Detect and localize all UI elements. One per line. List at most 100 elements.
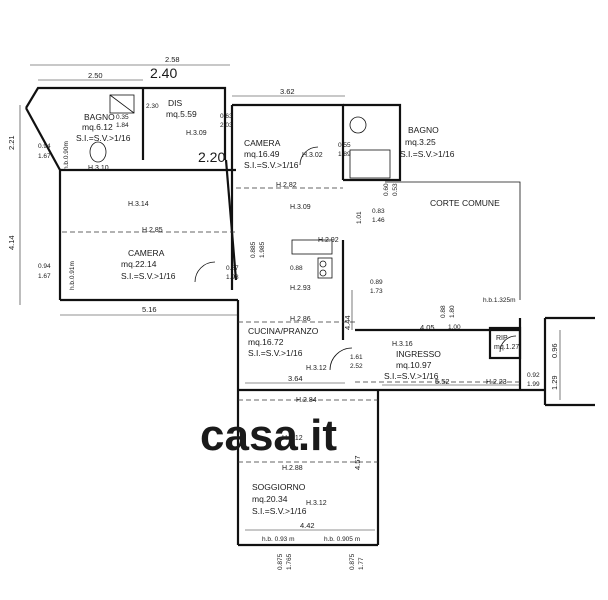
ceiling-heights: H.3.09 H.2.82 H.2.92 H.2.85 H.2.93 H.2.8…	[142, 182, 507, 472]
svg-text:H.2.93: H.2.93	[290, 285, 311, 292]
svg-text:INGRESSO: INGRESSO	[396, 349, 441, 359]
handwritten-top: 2.40	[150, 65, 177, 81]
svg-text:H.2.23: H.2.23	[486, 379, 507, 386]
svg-text:0.875: 0.875	[349, 553, 356, 570]
svg-text:1.46: 1.46	[372, 217, 385, 224]
svg-text:S.I.=S.V.>1/16: S.I.=S.V.>1/16	[76, 133, 131, 143]
svg-text:0.87: 0.87	[226, 265, 239, 272]
svg-text:SOGGIORNO: SOGGIORNO	[252, 482, 306, 492]
svg-text:H.3.09: H.3.09	[186, 130, 207, 137]
svg-text:0.92: 0.92	[527, 372, 540, 379]
room-camera-1: CAMERA mq.16.49 S.I.=S.V.>1/16 H.3.02	[244, 138, 323, 170]
svg-text:H.2.85: H.2.85	[142, 227, 163, 234]
handwritten-small: 2.30	[146, 103, 159, 110]
svg-text:S.I.=S.V.>1/16: S.I.=S.V.>1/16	[244, 160, 299, 170]
svg-text:2.52: 2.52	[350, 363, 363, 370]
svg-text:1.01: 1.01	[356, 211, 363, 224]
svg-text:CORTE COMUNE: CORTE COMUNE	[430, 198, 500, 208]
room-bagno-2: BAGNO mq.3.25 S.I.=S.V.>1/16	[400, 125, 455, 159]
room-corte-comune: CORTE COMUNE	[430, 198, 500, 208]
svg-text:mq.6.12: mq.6.12	[82, 122, 113, 132]
svg-text:1.765: 1.765	[286, 553, 293, 570]
dim-2-58: 2.58	[165, 55, 180, 64]
svg-text:S.I.=S.V.>1/16: S.I.=S.V.>1/16	[121, 271, 176, 281]
dim-5-52: 5.52	[435, 377, 450, 386]
svg-text:h.b.0.91m: h.b.0.91m	[69, 261, 76, 290]
svg-text:BAGNO: BAGNO	[84, 112, 115, 122]
dim-3-64: 3.64	[288, 374, 303, 383]
dim-4-57: 4.57	[353, 455, 362, 470]
svg-text:h.b.0.90m: h.b.0.90m	[63, 141, 70, 170]
svg-text:mq.1.27: mq.1.27	[494, 344, 519, 351]
svg-text:0.55: 0.55	[338, 142, 351, 149]
svg-text:mq.22.14: mq.22.14	[121, 259, 157, 269]
svg-text:H.3.12: H.3.12	[282, 435, 303, 442]
svg-text:1.00: 1.00	[448, 324, 461, 331]
dim-1-29: 1.29	[550, 375, 559, 390]
room-camera-2: CAMERA mq.22.14 S.I.=S.V.>1/16 H.3.14	[121, 201, 176, 281]
svg-text:1.89: 1.89	[338, 151, 351, 158]
dim-2-50: 2.50	[88, 71, 103, 80]
dimension-lines	[19, 64, 561, 531]
svg-text:0.35: 0.35	[116, 114, 129, 121]
svg-text:0.60: 0.60	[383, 183, 390, 196]
room-bagno-1: BAGNO mq.6.12 S.I.=S.V.>1/16 H.3.10	[76, 112, 131, 172]
svg-text:1.73: 1.73	[370, 288, 383, 295]
svg-text:mq.16.72: mq.16.72	[248, 337, 284, 347]
svg-text:H.3.09: H.3.09	[290, 204, 311, 211]
dim-4-42: 4.42	[300, 521, 315, 530]
dim-3-62: 3.62	[280, 87, 295, 96]
svg-text:0.885: 0.885	[250, 241, 257, 258]
svg-text:0.89: 0.89	[370, 279, 383, 286]
svg-text:1.985: 1.985	[259, 241, 266, 258]
svg-text:1.84: 1.84	[116, 122, 129, 129]
openings: 0.94 1.67 h.b.0.90m 0.94 1.67 h.b.0.91m …	[38, 113, 540, 570]
svg-text:1.61: 1.61	[350, 354, 363, 361]
svg-text:h.b.1.325m: h.b.1.325m	[483, 297, 516, 304]
svg-text:1.99: 1.99	[527, 381, 540, 388]
svg-text:0.88: 0.88	[440, 305, 447, 318]
svg-text:1.98: 1.98	[226, 274, 239, 281]
dim-5-16: 5.16	[142, 305, 157, 314]
room-cucina-pranzo: CUCINA/PRANZO mq.16.72 S.I.=S.V.>1/16 H.…	[248, 326, 327, 372]
toilet-icon	[89, 141, 107, 163]
svg-text:CAMERA: CAMERA	[128, 248, 165, 258]
svg-text:mq.3.25: mq.3.25	[405, 137, 436, 147]
room-soggiorno: SOGGIORNO mq.20.34 S.I.=S.V.>1/16 H.3.12…	[252, 435, 327, 516]
svg-text:0.94: 0.94	[38, 143, 51, 150]
room-ingresso: INGRESSO mq.10.97 S.I.=S.V.>1/16 H.3.16	[384, 341, 441, 381]
svg-text:H.2.84: H.2.84	[296, 397, 317, 404]
svg-text:S.I.=S.V.>1/16: S.I.=S.V.>1/16	[384, 371, 439, 381]
svg-text:H.2.88: H.2.88	[282, 465, 303, 472]
svg-text:mq.5.59: mq.5.59	[166, 109, 197, 119]
svg-text:H.3.14: H.3.14	[128, 201, 149, 208]
svg-text:H.3.02: H.3.02	[302, 152, 323, 159]
dim-4-05: 4.05	[420, 323, 435, 332]
svg-text:h.b. 0.93 m: h.b. 0.93 m	[262, 536, 295, 543]
svg-text:0.88: 0.88	[290, 265, 303, 272]
svg-text:S.I.=S.V.>1/16: S.I.=S.V.>1/16	[248, 348, 303, 358]
svg-text:H.2.92: H.2.92	[318, 237, 339, 244]
svg-text:H.3.16: H.3.16	[392, 341, 413, 348]
watermark: casa.it	[200, 411, 337, 460]
dim-2-21: 2.21	[7, 135, 16, 150]
svg-text:H.3.12: H.3.12	[306, 500, 327, 507]
svg-text:H.3.12: H.3.12	[306, 365, 327, 372]
svg-text:0.63: 0.63	[220, 113, 233, 120]
svg-text:0.875: 0.875	[277, 553, 284, 570]
dim-0-96: 0.96	[550, 343, 559, 358]
svg-text:h.b. 0.905 m: h.b. 0.905 m	[324, 536, 360, 543]
room-rip: RIP mq.1.27	[494, 335, 519, 351]
svg-text:1.67: 1.67	[38, 153, 51, 160]
svg-text:1.77: 1.77	[358, 557, 365, 570]
svg-text:S.I.=S.V.>1/16: S.I.=S.V.>1/16	[252, 506, 307, 516]
svg-text:0.53: 0.53	[392, 183, 399, 196]
svg-text:0.94: 0.94	[38, 263, 51, 270]
svg-text:H.2.82: H.2.82	[276, 182, 297, 189]
svg-text:1.67: 1.67	[38, 273, 51, 280]
dim-4-44: 4.44	[343, 315, 352, 330]
door-swings	[194, 146, 517, 371]
svg-text:mq.20.34: mq.20.34	[252, 494, 288, 504]
handwritten-middle: 2.20	[198, 149, 225, 165]
